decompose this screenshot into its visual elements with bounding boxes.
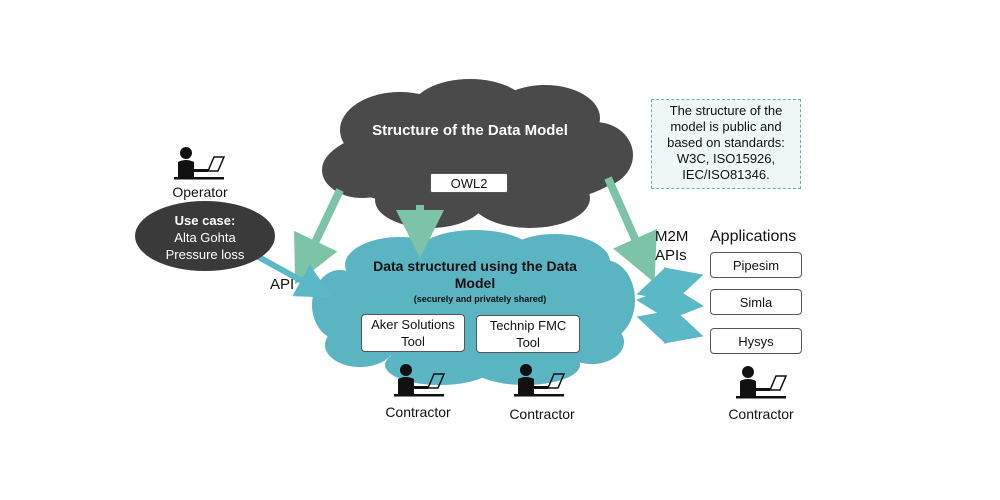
- contractor-apps-label: Contractor: [728, 406, 794, 422]
- contractor-aker-label: Contractor: [385, 404, 451, 420]
- model-arrow-left: [294, 188, 344, 285]
- contractor-technip-label: Contractor: [509, 406, 575, 422]
- operator-person-icon: [174, 147, 226, 180]
- app-hysys: Hysys: [710, 328, 802, 354]
- app-simla: Simla: [710, 289, 802, 315]
- contractor-apps-person-icon: [736, 366, 788, 399]
- contractor-aker-person-icon: [394, 364, 446, 397]
- shared-data-subtitle: (securely and privately shared): [413, 294, 547, 304]
- shared-data-title: Data structured using the Data Model: [373, 258, 577, 291]
- tool-technip-fmc: Technip FMC Tool: [476, 315, 580, 353]
- m2m-label-line2: APIs: [655, 247, 687, 264]
- m2m-arrow-simla: [636, 284, 704, 322]
- contractor-technip-person-icon: [514, 364, 566, 397]
- m2m-label-line1: M2M: [655, 228, 689, 245]
- shared-data-cloud: [312, 230, 635, 385]
- model-arrows: [294, 176, 657, 285]
- data-model-title: Structure of the Data Model: [372, 122, 568, 139]
- use-case-bubble: [135, 201, 275, 271]
- api-label: API: [270, 276, 295, 293]
- m2m-arrow-pipesim: [636, 266, 704, 303]
- use-case-title: Use case:: [174, 213, 236, 228]
- applications-heading: Applications: [710, 228, 797, 245]
- api-arrow: [253, 252, 333, 298]
- model-arrow-right: [604, 176, 657, 283]
- standards-note: The structure of the model is public and…: [651, 99, 801, 189]
- use-case-line1: Alta Gohta: [174, 230, 236, 245]
- data-model-cloud: [322, 79, 633, 228]
- operator-label: Operator: [172, 184, 228, 200]
- app-pipesim: Pipesim: [710, 252, 802, 278]
- owl2-tag: OWL2: [430, 173, 508, 193]
- m2m-arrow-hysys: [636, 308, 704, 345]
- tool-aker-solutions: Aker Solutions Tool: [361, 314, 465, 352]
- use-case-line2: Pressure loss: [165, 247, 245, 262]
- api-arrows: [253, 252, 704, 345]
